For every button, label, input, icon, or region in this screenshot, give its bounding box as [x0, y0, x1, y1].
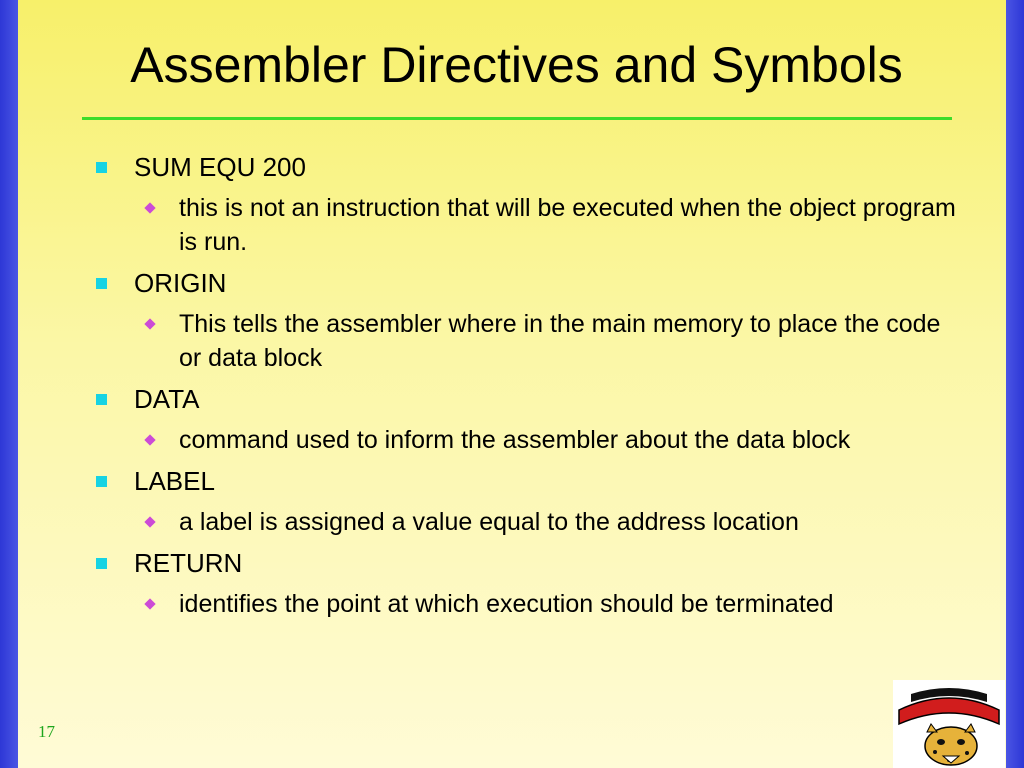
list-item: LABEL [96, 464, 966, 498]
list-item: DATA [96, 382, 966, 416]
square-bullet-icon [96, 394, 107, 405]
sub-list-item-text: this is not an instruction that will be … [179, 194, 956, 256]
list-item-label: RETURN [134, 548, 243, 578]
sub-list-item: this is not an instruction that will be … [134, 191, 966, 259]
list-item: ORIGIN [96, 266, 966, 300]
diamond-bullet-icon [144, 516, 156, 528]
square-bullet-icon [96, 476, 107, 487]
title-divider [82, 117, 952, 120]
sub-list-item-text: This tells the assembler where in the ma… [179, 310, 941, 372]
square-bullet-icon [96, 278, 107, 289]
list-item: SUM EQU 200 [96, 150, 966, 184]
sub-list-item: identifies the point at which execution … [134, 587, 966, 621]
list-item-label: ORIGIN [134, 268, 227, 298]
sub-list-item-text: a label is assigned a value equal to the… [179, 508, 799, 536]
diamond-bullet-icon [144, 434, 156, 446]
square-bullet-icon [96, 162, 107, 173]
sub-list-item: a label is assigned a value equal to the… [134, 505, 966, 539]
left-side-bar [0, 0, 18, 768]
sub-list-item-text: command used to inform the assembler abo… [179, 426, 851, 454]
list-item-label: DATA [134, 384, 200, 414]
list-item: RETURN [96, 546, 966, 580]
diamond-bullet-icon [144, 598, 156, 610]
bullet-list: SUM EQU 200 this is not an instruction t… [96, 150, 966, 628]
sub-list-item: This tells the assembler where in the ma… [134, 307, 966, 375]
right-side-bar [1006, 0, 1024, 768]
sub-list-item: command used to inform the assembler abo… [134, 423, 966, 457]
square-bullet-icon [96, 558, 107, 569]
list-item-label: LABEL [134, 466, 215, 496]
diamond-bullet-icon [144, 202, 156, 214]
sub-list-item-text: identifies the point at which execution … [179, 590, 834, 618]
page-number: 17 [38, 722, 55, 741]
diamond-bullet-icon [144, 318, 156, 330]
slide-title: Assembler Directives and Symbols [130, 37, 903, 93]
jaguar-logo-icon [893, 680, 1005, 768]
list-item-label: SUM EQU 200 [134, 152, 306, 182]
